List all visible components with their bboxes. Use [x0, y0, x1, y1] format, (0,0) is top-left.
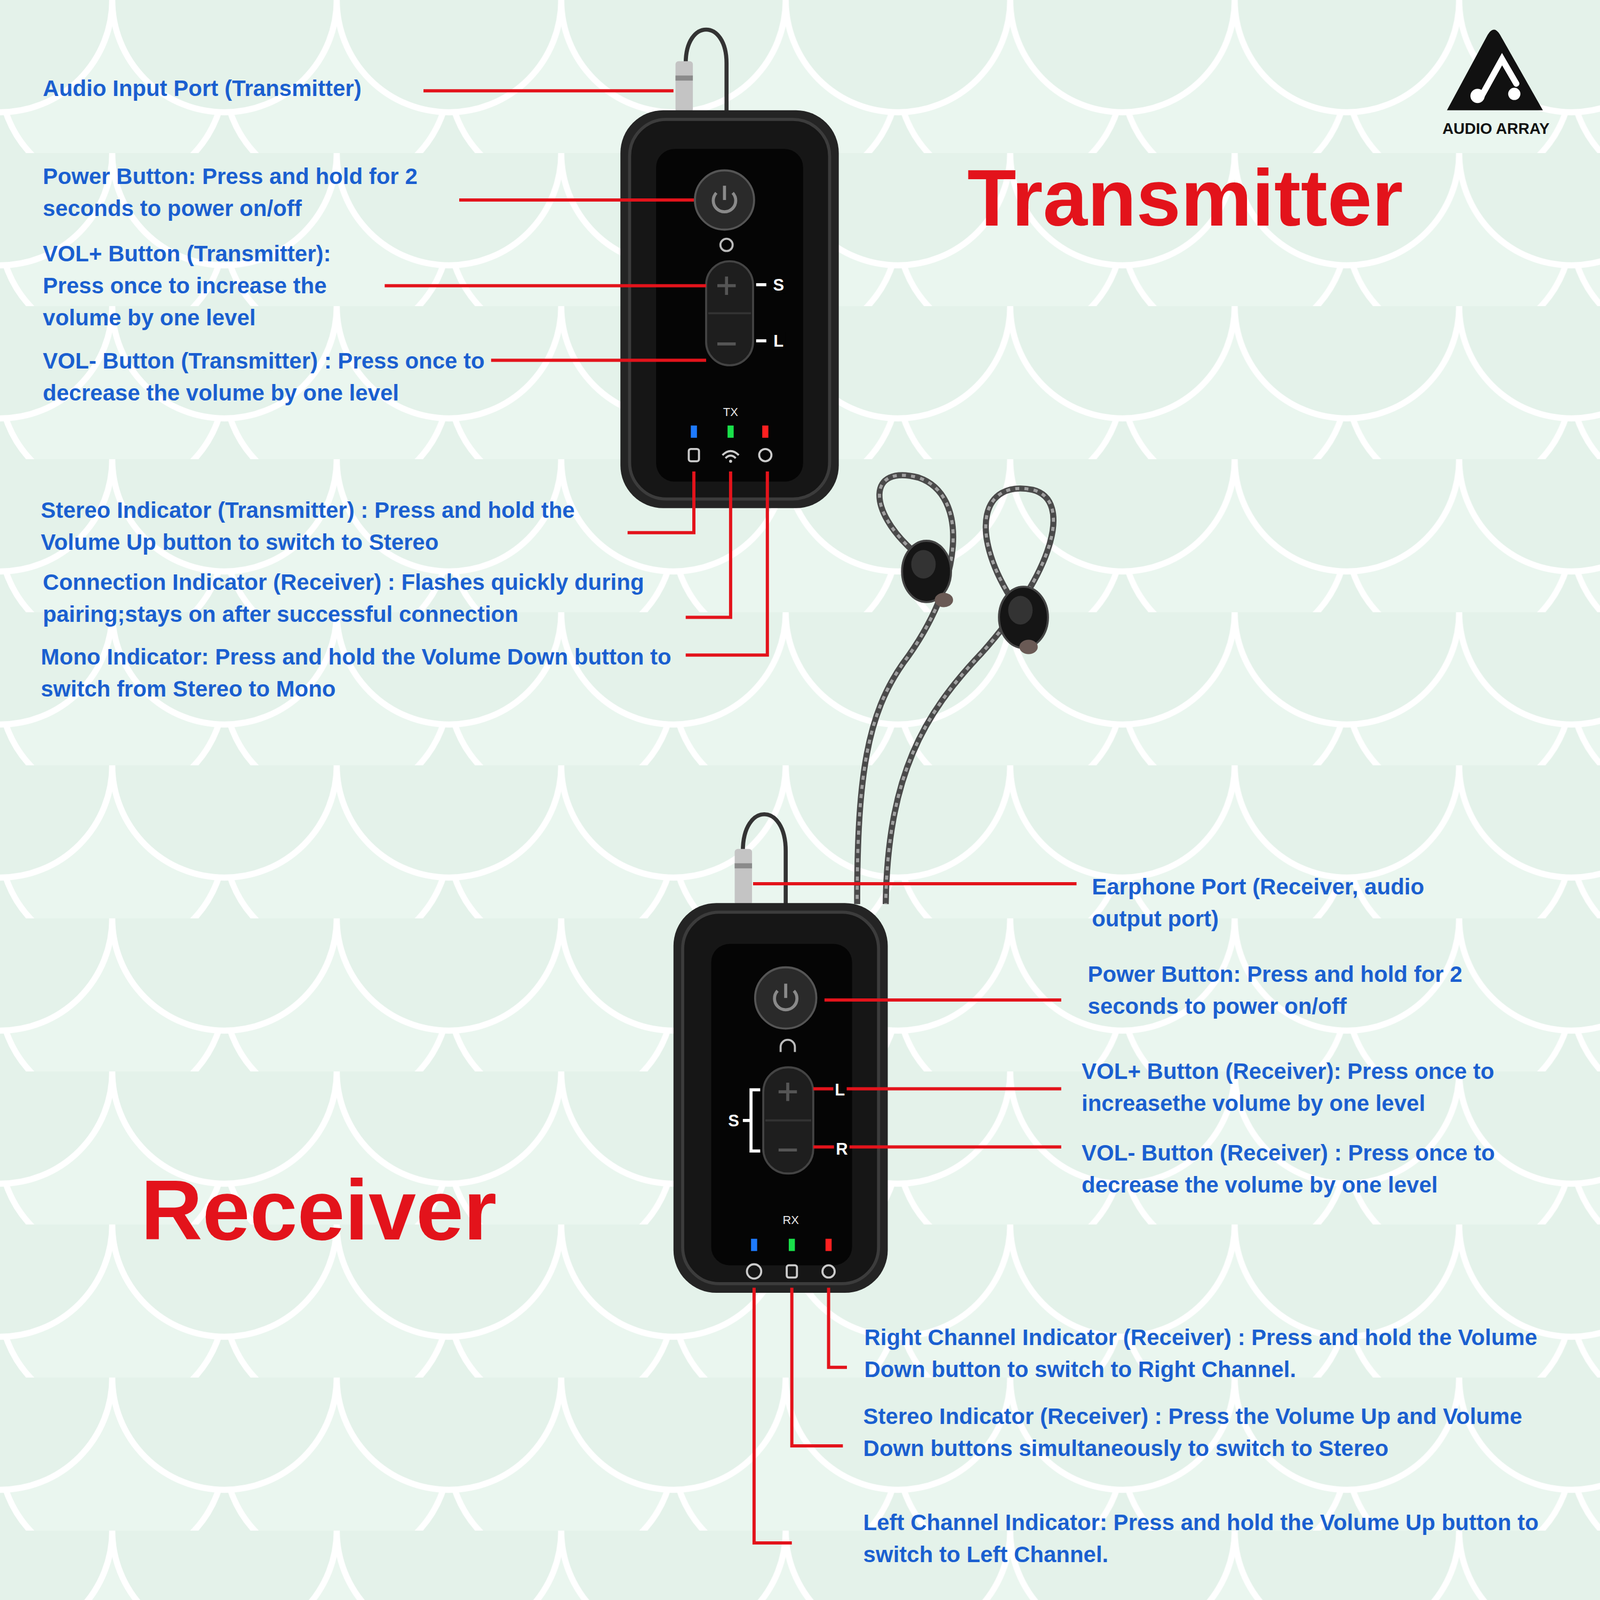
- callout-text: Left Channel Indicator: Press and hold t…: [863, 1506, 1583, 1571]
- callout-text: Stereo Indicator (Receiver) : Press the …: [863, 1400, 1583, 1465]
- leader-line: [824, 998, 1062, 1002]
- leader-line: [754, 1288, 792, 1543]
- brand-name: AUDIO ARRAY: [1442, 121, 1550, 137]
- callout-text: Audio Input Port (Transmitter): [42, 72, 472, 105]
- mode-letter: L: [771, 332, 786, 350]
- leader-line: [828, 1288, 847, 1368]
- transmitter-device: [620, 29, 839, 508]
- section-heading: Transmitter: [967, 157, 1404, 238]
- leader-line: [384, 284, 707, 288]
- callout-text: Mono Indicator: Press and hold the Volum…: [41, 641, 674, 706]
- callout-text: Power Button: Press and hold for 2 secon…: [1088, 958, 1507, 1023]
- leader-line: [685, 471, 731, 618]
- callout-text: VOL- Button (Receiver) : Press once to d…: [1081, 1137, 1557, 1202]
- callout-text: Connection Indicator (Receiver) : Flashe…: [42, 566, 684, 631]
- mode-letter: L: [833, 1081, 847, 1099]
- section-heading: Receiver: [140, 1167, 497, 1253]
- device-tag: TX: [723, 406, 739, 419]
- mode-letter: S: [726, 1111, 741, 1130]
- leader-line: [792, 1288, 844, 1447]
- leader-line: [753, 882, 1077, 886]
- callout-text: Power Button: Press and hold for 2 secon…: [42, 160, 451, 225]
- device-tag: RX: [782, 1214, 799, 1227]
- callout-text: Right Channel Indicator (Receiver) : Pre…: [864, 1321, 1584, 1386]
- leader-line: [685, 471, 768, 655]
- leader-line: [491, 358, 707, 362]
- callout-text: Stereo Indicator (Transmitter) : Press a…: [41, 494, 654, 559]
- earphones: [857, 475, 1054, 904]
- callout-text: Earphone Port (Receiver, audio output po…: [1091, 870, 1439, 935]
- leader-line: [423, 89, 674, 93]
- brand-logo: [1446, 29, 1543, 110]
- callout-text: VOL+ Button (Transmitter): Press once to…: [42, 237, 395, 334]
- leader-line: [459, 198, 694, 202]
- leader-line: [627, 471, 694, 533]
- leader-line: [813, 1087, 1062, 1091]
- receiver-device: [673, 814, 888, 1293]
- leader-line: [813, 1145, 1062, 1149]
- mode-letter: S: [771, 275, 786, 294]
- mode-letter: R: [834, 1140, 850, 1158]
- callout-text: VOL+ Button (Receiver): Press once to in…: [1081, 1055, 1567, 1120]
- callout-text: VOL- Button (Transmitter) : Press once t…: [42, 345, 497, 410]
